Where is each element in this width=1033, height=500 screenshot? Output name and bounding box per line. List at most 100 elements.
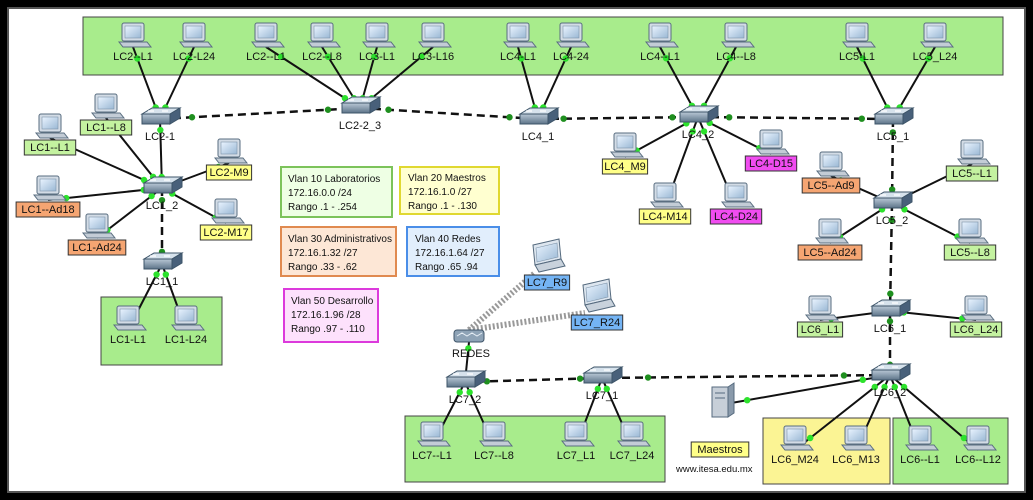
pc-17-label: LC2-M17 [199, 224, 253, 241]
pc-31[interactable] [478, 421, 514, 447]
pc-10[interactable] [841, 22, 877, 48]
pc-33[interactable] [616, 421, 652, 447]
link-port-indicator [881, 383, 888, 391]
pc-23[interactable] [755, 129, 791, 155]
vlan-50-network: 172.16.1.96 /28 [291, 310, 361, 321]
link-port-indicator [153, 271, 160, 278]
switch-lc4-2-name: LC4_2 [682, 129, 714, 141]
pc-34[interactable] [779, 425, 815, 451]
pc-19[interactable] [170, 305, 206, 331]
switch-lc5-2[interactable] [872, 191, 914, 209]
link-port-indicator [518, 55, 525, 62]
pc-28[interactable] [804, 295, 840, 321]
switch-lc7-1[interactable] [582, 366, 624, 384]
link-port-indicator [744, 397, 751, 404]
link-port-indicator [858, 115, 865, 122]
vlan-30-name: Vlan 30 Administrativos [288, 234, 392, 245]
pc-17[interactable] [210, 198, 246, 224]
pc-4[interactable] [361, 22, 397, 48]
pc-2[interactable] [250, 22, 286, 48]
switch-lc5-2-label: LC5_2 [876, 215, 908, 227]
switch-lc6-2[interactable] [870, 363, 912, 381]
pc-1[interactable] [178, 22, 214, 48]
pc-15[interactable] [81, 213, 117, 239]
switch-lc4-1-label: LC4_1 [522, 131, 554, 143]
pc-25[interactable] [814, 218, 850, 244]
pc-18[interactable] [112, 305, 148, 331]
pc-5[interactable] [417, 22, 453, 48]
pc-35[interactable] [840, 425, 876, 451]
pc-29-name: LC6_L24 [954, 324, 999, 336]
pc-3[interactable] [306, 22, 342, 48]
vlan-10-network: 172.16.0.0 /24 [288, 188, 352, 199]
pc-22[interactable] [720, 182, 756, 208]
pc-32[interactable] [560, 421, 596, 447]
switch-lc1-2[interactable] [142, 176, 184, 194]
switch-lc4-1[interactable] [518, 107, 560, 125]
pc-30[interactable] [416, 421, 452, 447]
pc-8[interactable] [644, 22, 680, 48]
link-port-indicator [840, 372, 848, 379]
link-port-indicator [385, 106, 392, 113]
link-port-indicator [466, 389, 473, 396]
pc-14-name: LC1--Ad18 [21, 204, 74, 216]
pc-25-name: LC5--Ad24 [803, 247, 856, 259]
switch-lc2-2-3-name: LC2-2_3 [339, 120, 381, 132]
pc-5-label: LC3-L16 [412, 51, 454, 63]
pc-26[interactable] [956, 139, 992, 165]
access-point-label: REDES [452, 348, 490, 360]
pc-24[interactable] [815, 151, 851, 177]
pc-20-name: LC4_M9 [604, 161, 646, 173]
switch-lc4-2[interactable] [678, 105, 720, 123]
pc-6-label: LC4-L1 [500, 51, 536, 63]
pc-19-name: LC1-L24 [165, 334, 207, 346]
switch-lc6-1[interactable] [870, 299, 912, 317]
pc-35-label: LC6_M13 [832, 454, 880, 466]
pc-14[interactable] [32, 175, 68, 201]
vlan-box-30: Vlan 30 Administrativos 172.16.1.32 /27 … [280, 226, 397, 277]
pc-6[interactable] [502, 22, 538, 48]
pc-7[interactable] [555, 22, 591, 48]
link-port-indicator [594, 385, 602, 393]
laptop-1[interactable] [582, 278, 616, 313]
pc-29[interactable] [960, 295, 996, 321]
pc-36[interactable] [904, 425, 940, 451]
link-port-indicator [465, 345, 472, 352]
wireless-router-icon [453, 329, 485, 343]
pc-7-label: LC4-24 [553, 51, 589, 63]
laptop-0-label: LC7_R9 [523, 274, 571, 291]
pc-27[interactable] [954, 218, 990, 244]
link-port-indicator [188, 114, 196, 121]
pc-9[interactable] [720, 22, 756, 48]
switch-lc7-2[interactable] [445, 370, 487, 388]
vlan-box-10: Vlan 10 Laboratorios 172.16.0.0 /24 Rang… [280, 166, 393, 218]
pc-16[interactable] [213, 138, 249, 164]
pc-11[interactable] [919, 22, 955, 48]
vlan-40-network: 172.16.1.64 /27 [415, 248, 485, 259]
link [464, 376, 603, 384]
server-maestros[interactable] [711, 382, 735, 418]
switch-lc1-1[interactable] [142, 252, 184, 270]
pc-7-name: LC4-24 [553, 51, 589, 63]
pc-12[interactable] [90, 93, 126, 119]
pc-35-name: LC6_M13 [832, 454, 880, 466]
switch-lc2-1[interactable] [140, 107, 182, 125]
pc-10-label: LC5-L1 [839, 51, 875, 63]
pc-13[interactable] [34, 113, 70, 139]
link-port-indicator [662, 55, 670, 62]
pc-0[interactable] [117, 22, 153, 48]
switch-lc5-1[interactable] [873, 107, 915, 125]
access-point-redes[interactable] [453, 329, 485, 343]
pc-2-name: LC2--L1 [246, 51, 286, 63]
pc-1-name: LC2-L24 [173, 51, 215, 63]
link-port-indicator [576, 375, 584, 382]
pc-16-label: LC2-M9 [205, 164, 253, 181]
switch-lc6-1-label: LC6_1 [874, 323, 906, 335]
pc-15-label: LC1-Ad24 [67, 239, 127, 256]
switch-lc2-2-3[interactable] [340, 96, 382, 114]
laptop-0[interactable] [532, 238, 566, 273]
pc-21[interactable] [649, 182, 685, 208]
pc-20[interactable] [609, 132, 645, 158]
link-port-indicator [185, 55, 192, 62]
pc-37[interactable] [962, 425, 998, 451]
